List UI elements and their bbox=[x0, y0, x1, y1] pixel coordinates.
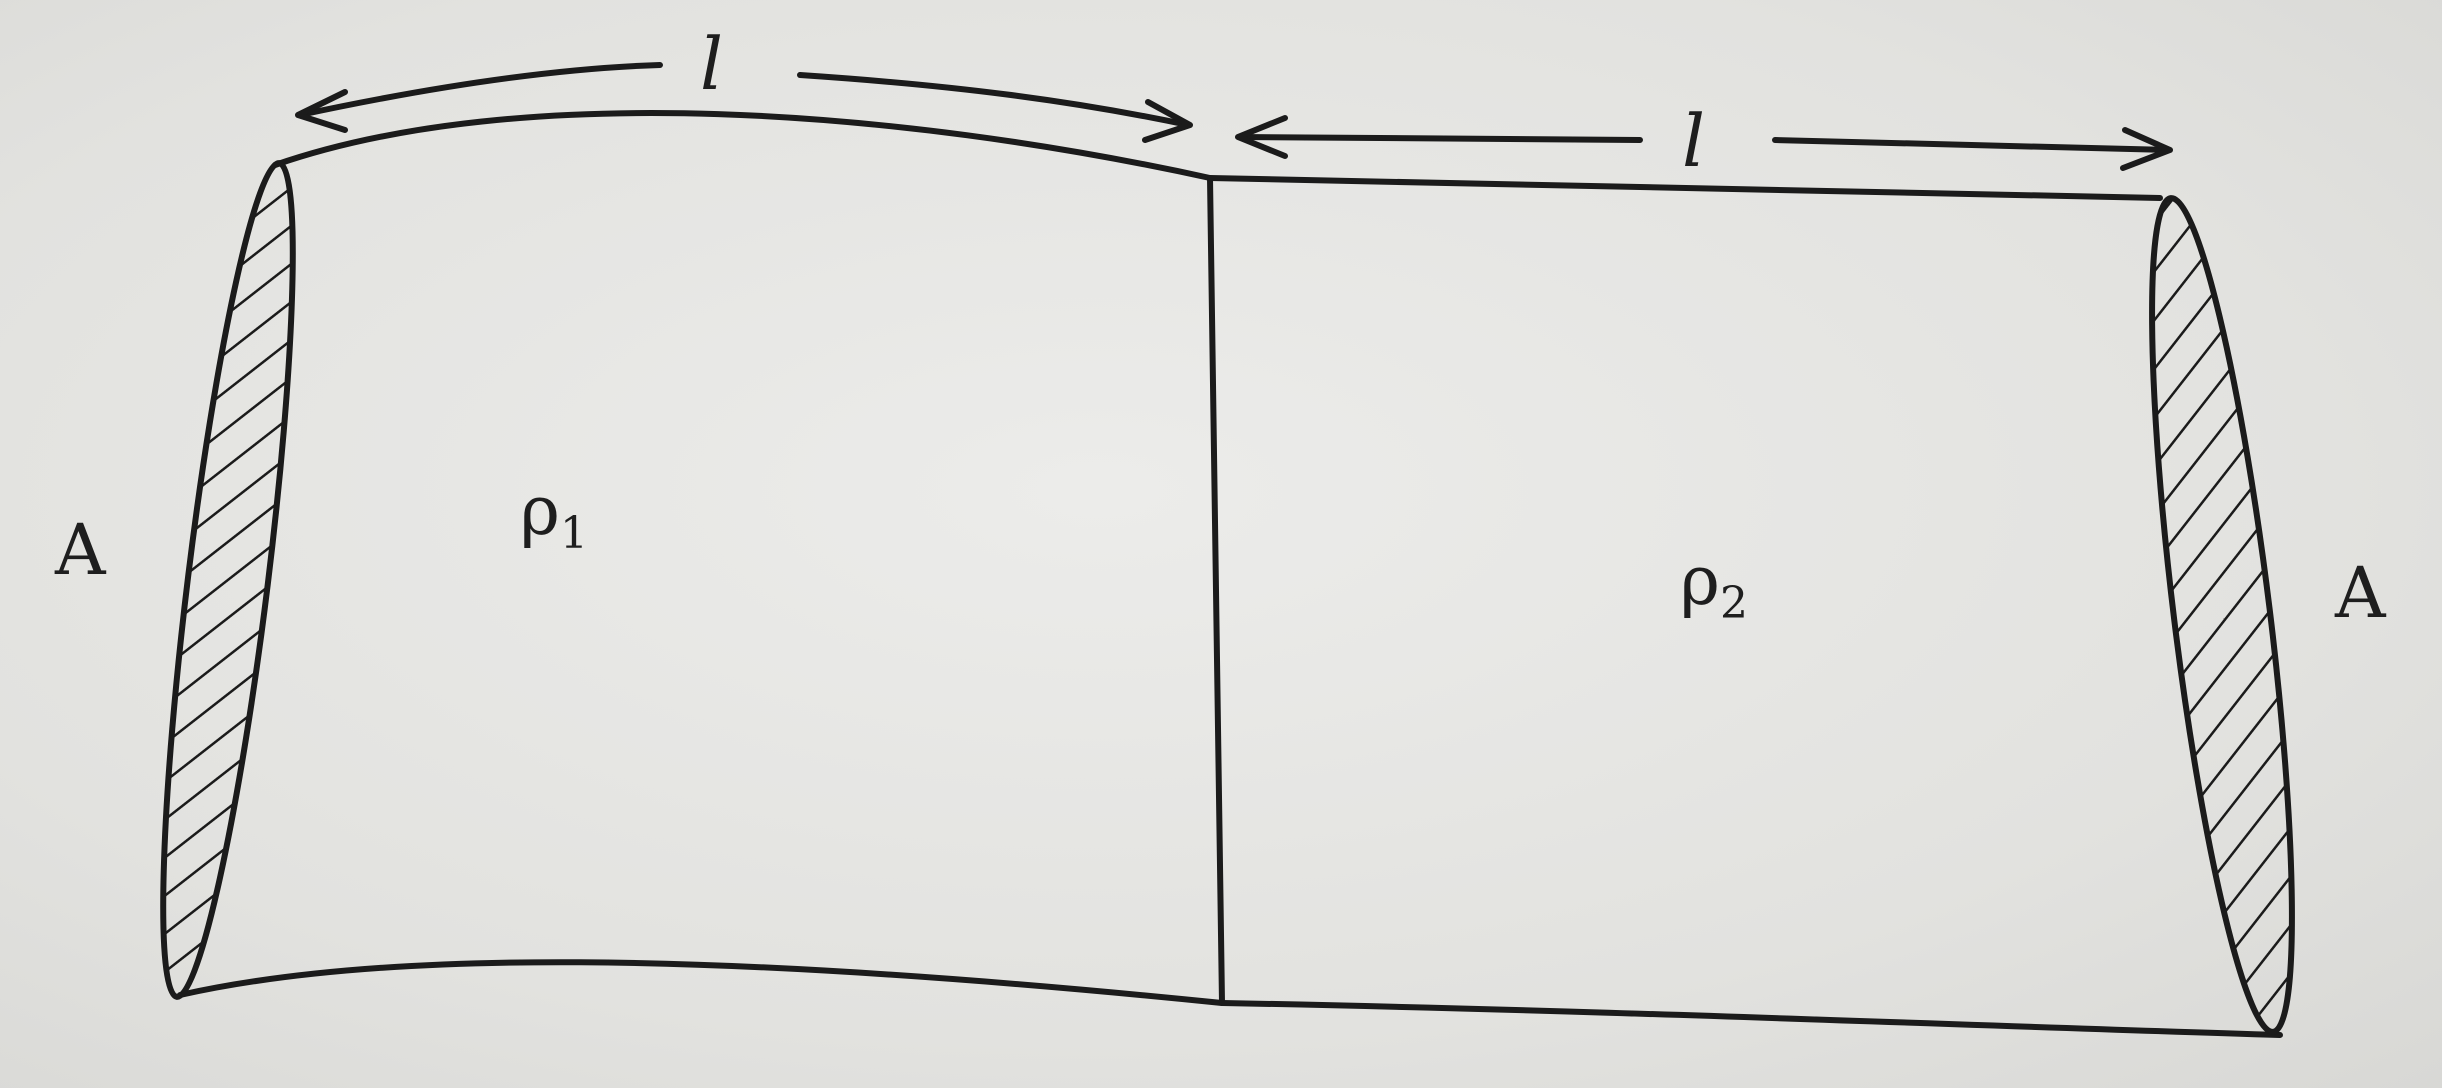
right-rod-bottom-edge bbox=[1219, 1000, 2283, 1038]
right-resistivity-symbol: ρ bbox=[1680, 542, 1720, 621]
junction-line bbox=[1207, 175, 1225, 1006]
left-rod-top-edge bbox=[272, 110, 1213, 181]
left-rod-bottom-edge bbox=[177, 959, 1225, 1006]
left-cross-section-face bbox=[160, 160, 296, 1000]
left-resistivity-subscript: 1 bbox=[559, 508, 588, 559]
right-length-arrow bbox=[1235, 115, 2173, 171]
right-resistivity-subscript: 2 bbox=[1719, 578, 1748, 629]
left-length-arrow bbox=[295, 62, 1193, 143]
right-resistivity-label: ρ2 bbox=[1680, 548, 1748, 626]
left-length-label: l bbox=[700, 22, 724, 106]
left-resistivity-label: ρ1 bbox=[520, 478, 588, 556]
right-area-label: A bbox=[2335, 552, 2386, 634]
left-resistivity-symbol: ρ bbox=[520, 472, 560, 551]
left-area-label: A bbox=[55, 509, 106, 591]
right-rod-top-edge bbox=[1207, 175, 2163, 201]
right-cross-section-face bbox=[2149, 195, 2295, 1035]
right-length-label: l bbox=[1682, 99, 1706, 183]
